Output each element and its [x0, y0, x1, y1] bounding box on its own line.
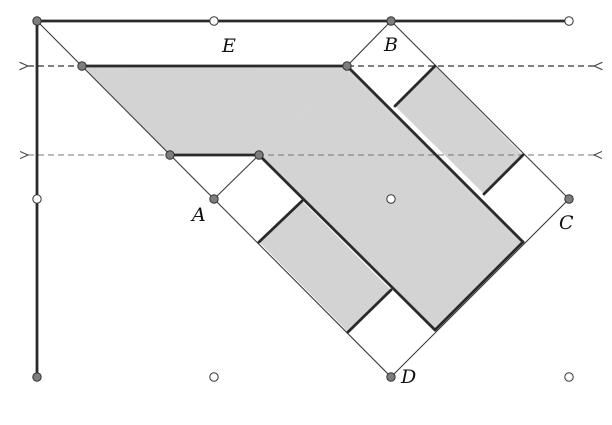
- point-C: [564, 194, 574, 204]
- rect-edge-lower-diagonal: [257, 153, 437, 332]
- point-trapezoid-top-left: [77, 61, 87, 71]
- label-D: D: [400, 366, 416, 388]
- edge-A-to-point: [213, 154, 260, 200]
- label-E: E: [221, 35, 236, 57]
- point-left-mid: [32, 194, 42, 204]
- point-bottom-right: [564, 372, 574, 382]
- rect-edge-upper-diagonal: [345, 64, 525, 244]
- point-bottom-left: [32, 372, 42, 382]
- point-B: [386, 16, 396, 26]
- thick-lines: [35, 19, 571, 379]
- points: [32, 16, 574, 382]
- point-E-marker: [209, 16, 219, 26]
- label-B: B: [383, 34, 398, 56]
- stripe-lower-left-1: [257, 199, 304, 244]
- point-top-right: [564, 16, 574, 26]
- shaded-lower-left-rectangle: [259, 201, 391, 332]
- edge-B-to-point: [346, 20, 392, 67]
- stripe-upper-right-1: [393, 64, 437, 108]
- shaded-upper-right-rectangle: [395, 66, 523, 194]
- point-bottom-mid-left: [209, 372, 219, 382]
- square-edge-A-to-D: [213, 198, 392, 378]
- point-top-left: [32, 16, 42, 26]
- point-labels: E B A C D: [190, 34, 574, 388]
- point-trapezoid-bottom-right: [254, 150, 264, 160]
- stripe-lower-left-2: [346, 288, 393, 334]
- point-A: [209, 194, 219, 204]
- point-trapezoid-top-right: [342, 61, 352, 71]
- stripe-upper-right-2: [482, 153, 525, 196]
- point-trapezoid-bottom-left: [165, 150, 175, 160]
- rect-edge-right: [433, 240, 525, 332]
- diagonal-top-left-to-A: [36, 20, 215, 200]
- square-edge-C-to-B: [390, 20, 570, 200]
- square-edge-D-to-C: [390, 198, 570, 378]
- label-A: A: [190, 204, 206, 226]
- label-C: C: [559, 212, 574, 234]
- point-center: [386, 194, 396, 204]
- point-D: [386, 372, 396, 382]
